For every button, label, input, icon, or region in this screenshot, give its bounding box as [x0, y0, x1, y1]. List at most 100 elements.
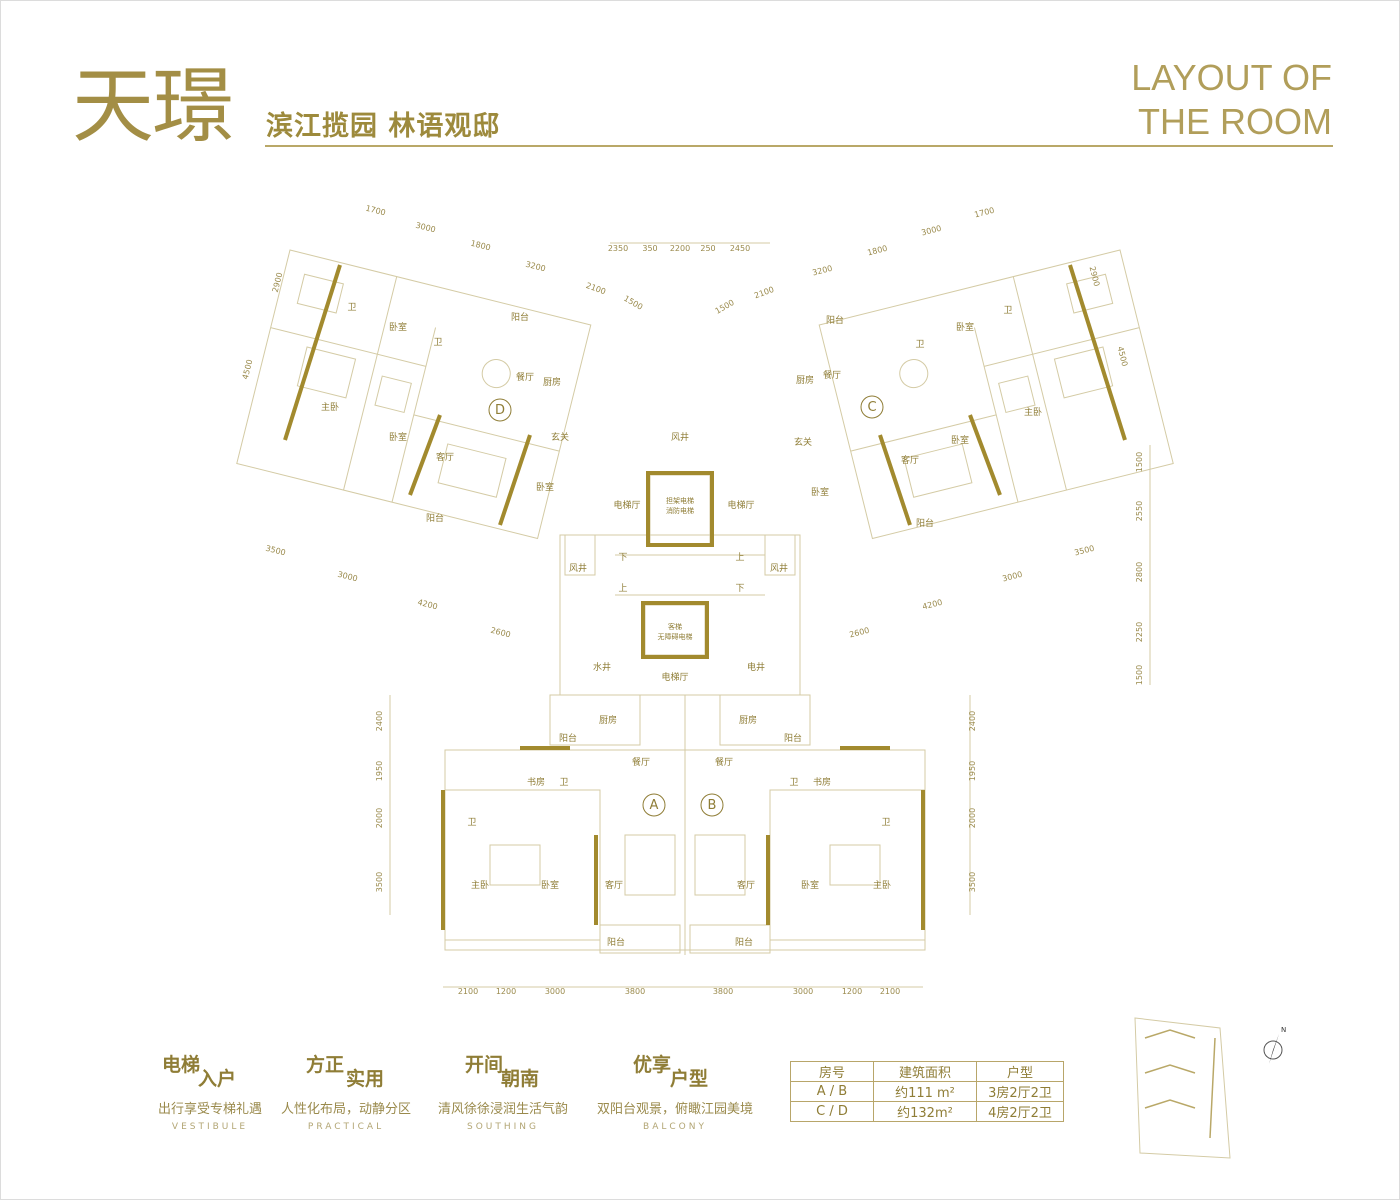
- spec-row2-area: 约132m²: [873, 1101, 977, 1122]
- dim-right-vertical-1: 1500: [1135, 452, 1144, 472]
- label-bath-a2: 卫: [467, 818, 476, 828]
- feature-2-title-a: 方正: [306, 1054, 345, 1076]
- dim-lower-left-3: 2000: [375, 808, 384, 828]
- label-foyer-d: 玄关: [551, 431, 569, 443]
- dim-lower-right-4: 3500: [968, 872, 977, 892]
- spec-table: 房号 建筑面积 户型 A / B 约111 m² 3房2厅2卫 C / D 约1…: [790, 1061, 1064, 1122]
- dim-right-bottom-3: 4200: [921, 598, 943, 612]
- label-barrier-elevator-2: 无障碍电梯: [658, 632, 693, 641]
- feature-southing: 开间朝南 清风徐徐浸润生活气韵 SOUTHING: [423, 1050, 583, 1132]
- label-balcony-b2: 阳台: [735, 936, 753, 948]
- dim-right-vertical-4: 2250: [1135, 622, 1144, 642]
- dim-left-side-2: 4500: [241, 358, 255, 380]
- unit-c-label: C: [867, 400, 876, 415]
- label-bath-d1: 卫: [347, 303, 356, 313]
- feature-2-en: PRACTICAL: [307, 1122, 385, 1132]
- label-balcony-c1: 阳台: [826, 314, 844, 326]
- spec-header-type: 户型: [976, 1061, 1064, 1082]
- feature-1-title-a: 电梯: [162, 1054, 201, 1076]
- label-stair-up-left: 上: [618, 583, 627, 594]
- dim-lower-left-1: 2400: [375, 711, 384, 731]
- label-bedroom-c2: 卧室: [951, 434, 969, 446]
- dim-right-bottom-4: 2600: [848, 626, 870, 640]
- dim-bottom-7: 1200: [842, 987, 862, 996]
- label-master-a: 主卧: [471, 879, 489, 891]
- dim-bottom-6: 3000: [793, 987, 813, 996]
- label-stair-down-right: 下: [735, 584, 744, 594]
- dim-top-center-2: 350: [642, 244, 657, 253]
- dim-bottom-5: 3800: [713, 987, 733, 996]
- dim-right-side-2: 4500: [1116, 345, 1130, 367]
- label-bath-b2: 卫: [881, 818, 890, 828]
- label-bedroom-a: 卧室: [541, 879, 559, 891]
- feature-4-desc: 双阳台观景，俯瞰江园美境: [596, 1102, 753, 1117]
- label-master-b: 主卧: [873, 879, 891, 891]
- label-elevator-hall-left: 电梯厅: [613, 499, 640, 511]
- table-row: C / D 约132m² 4房2厅2卫: [790, 1101, 1064, 1122]
- dim-right-bottom-1: 3500: [1073, 544, 1095, 558]
- dim-right-vertical-5: 1500: [1135, 665, 1144, 685]
- dim-right-top-6: 1500: [714, 298, 736, 316]
- label-fire-elevator-1: 担架电梯: [666, 496, 694, 505]
- feature-1-desc: 出行享受专梯礼遇: [157, 1102, 262, 1117]
- feature-3-title-b: 朝南: [501, 1068, 540, 1090]
- feature-3-desc: 清风徐徐浸润生活气韵: [437, 1102, 568, 1117]
- layout-title-line1: LAYOUT OF: [1131, 57, 1332, 98]
- spec-row1-area: 约111 m²: [873, 1081, 977, 1102]
- label-bedroom-c1: 卧室: [956, 321, 974, 333]
- label-dining-b: 餐厅: [715, 756, 733, 768]
- label-bath-c2: 卫: [915, 340, 924, 350]
- label-living-b: 客厅: [737, 879, 755, 891]
- label-fire-elevator-2: 消防电梯: [666, 506, 694, 515]
- label-dining-a: 餐厅: [632, 756, 650, 768]
- feature-3-title-a: 开间: [465, 1054, 504, 1076]
- feature-4-title-a: 优享: [633, 1054, 672, 1076]
- label-living-c: 客厅: [901, 454, 919, 466]
- dim-bottom-4: 3800: [625, 987, 645, 996]
- dim-bottom-8: 2100: [880, 987, 900, 996]
- label-balcony-c2: 阳台: [916, 517, 934, 529]
- label-barrier-elevator-1: 客梯: [668, 622, 682, 631]
- dim-left-top-2: 3000: [415, 221, 437, 235]
- dim-top-center-3: 2200: [670, 244, 690, 253]
- spec-row2-type: 4房2厅2卫: [976, 1101, 1064, 1122]
- spec-header-area: 建筑面积: [873, 1061, 977, 1082]
- label-dining-d: 餐厅: [516, 371, 534, 383]
- dim-lower-right-1: 2400: [968, 711, 977, 731]
- dim-left-top-1: 1700: [365, 204, 387, 218]
- label-bedroom-b: 卧室: [801, 879, 819, 891]
- dim-left-top-3: 1800: [470, 239, 492, 253]
- label-stair-down-left: 下: [618, 553, 627, 563]
- label-foyer-c: 玄关: [794, 436, 812, 448]
- label-bedroom-d2: 卧室: [389, 431, 407, 443]
- label-kitchen-d: 厨房: [543, 376, 561, 388]
- label-balcony-a1: 阳台: [559, 732, 577, 744]
- spec-table-header: 房号 建筑面积 户型: [790, 1061, 1064, 1082]
- label-dining-c: 餐厅: [823, 369, 841, 381]
- label-master-c: 主卧: [1024, 406, 1042, 418]
- dim-right-top-4: 3200: [811, 264, 833, 278]
- label-living-d: 客厅: [436, 451, 454, 463]
- feature-1-title-b: 入户: [198, 1068, 237, 1090]
- dim-bottom-2: 1200: [496, 987, 516, 996]
- spec-row1-room: A / B: [790, 1081, 874, 1102]
- site-key-map: [1134, 1017, 1231, 1159]
- dim-left-bottom-1: 3500: [265, 544, 287, 558]
- unit-b-marker: [700, 793, 724, 817]
- unit-d-outline: [236, 249, 592, 540]
- dim-right-side-1: 2900: [1088, 265, 1102, 287]
- label-elevator-hall-lower: 电梯厅: [661, 671, 688, 683]
- spec-header-room: 房号: [790, 1061, 874, 1082]
- label-bath-d2: 卫: [433, 338, 442, 348]
- feature-4-title-b: 户型: [670, 1068, 709, 1090]
- label-bath-c1: 卫: [1003, 306, 1012, 316]
- compass-north-label: N: [1281, 1026, 1286, 1034]
- dim-right-vertical-2: 2550: [1135, 501, 1144, 521]
- feature-2-desc: 人性化布局，动静分区: [280, 1102, 411, 1117]
- table-row: A / B 约111 m² 3房2厅2卫: [790, 1081, 1064, 1102]
- dim-right-top-2: 3000: [920, 224, 942, 238]
- label-bedroom-c3: 卧室: [811, 486, 829, 498]
- dim-lower-left-2: 1950: [375, 761, 384, 781]
- label-master-d: 主卧: [321, 401, 339, 413]
- unit-d-label: D: [495, 403, 505, 418]
